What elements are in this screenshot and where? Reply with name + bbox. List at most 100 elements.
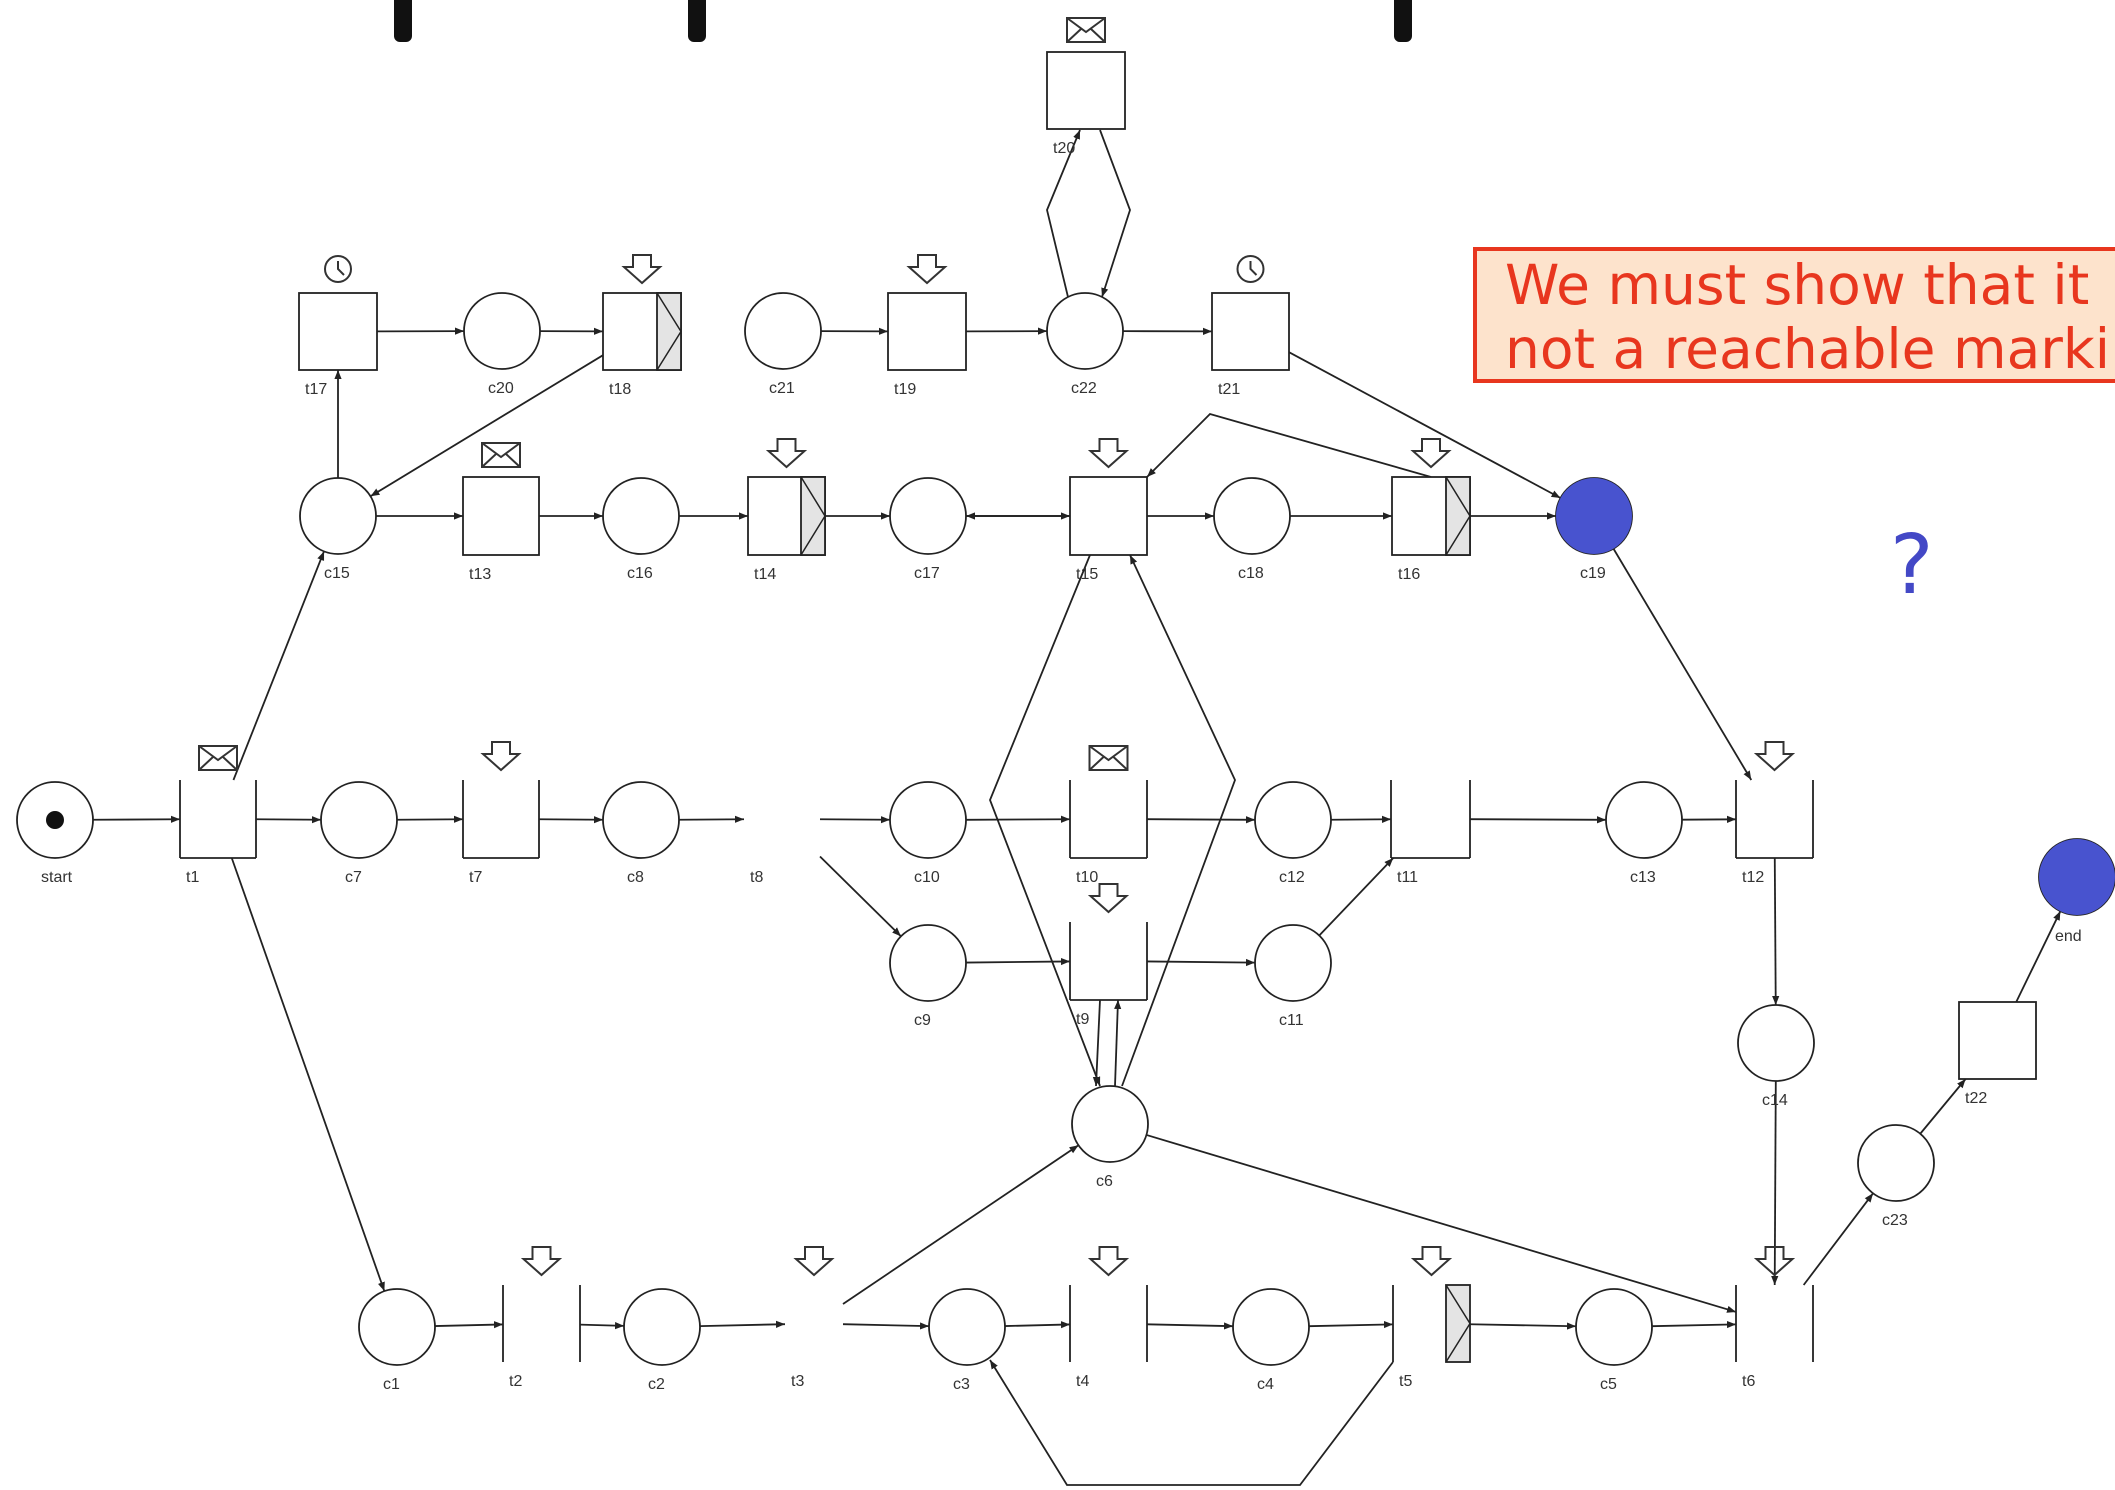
arc-t18-c15 [370,354,604,498]
place-label-c5: c5 [1600,1376,1617,1393]
arc-c11-t11 [1318,857,1394,937]
arc-c6-t9 [1114,999,1122,1087]
place-c16 [602,477,680,555]
transition-t9 [1069,922,1148,1001]
arrow-down-icon [1087,438,1130,469]
place-label-c12: c12 [1279,869,1305,886]
arc-c5-t6 [1651,1320,1737,1329]
envelope-icon [1088,745,1129,771]
place-label-c21: c21 [769,380,795,397]
transition-t20 [1046,51,1126,130]
clock-icon [324,255,352,283]
arrow-down-icon [1753,1246,1796,1277]
transition-label-t13: t13 [469,566,491,583]
place-label-c1: c1 [383,1376,400,1393]
transition-t2 [502,1285,581,1362]
token-marker-c19 [1556,478,1632,554]
transition-t12 [1735,780,1814,859]
transition-label-t20: t20 [1053,140,1075,157]
transition-t7 [462,780,540,859]
arc-t11-c13 [1469,816,1607,824]
arc-t6-c23 [1802,1192,1874,1286]
arc-t3-c6 [842,1144,1079,1305]
arc-c1-t2 [434,1321,504,1329]
place-c5 [1575,1288,1653,1366]
envelope-icon [198,745,238,771]
place-c6 [1071,1085,1149,1163]
transition-t14 [747,476,826,556]
arc-c6-t6 [1146,1134,1737,1313]
transition-label-t5: t5 [1399,1373,1412,1390]
place-c15 [299,477,377,555]
place-label-c20: c20 [488,380,514,397]
annotation-line-2: not a reachable marki [1505,317,2111,381]
token-marker-end [2039,839,2115,915]
place-c2 [623,1288,701,1366]
arc-start-t1 [92,815,181,823]
arc-t5-c5 [1469,1322,1577,1330]
transition-t16 [1391,476,1471,556]
transition-label-t9: t9 [1076,1011,1089,1028]
arc-c9-t9 [965,957,1071,966]
transition-label-t18: t18 [609,381,631,398]
transition-label-t10: t10 [1076,869,1098,886]
place-c3 [928,1288,1006,1366]
place-label-c6: c6 [1096,1173,1113,1190]
place-label-c19: c19 [1580,565,1606,582]
arc-c3-t4 [1004,1321,1071,1329]
arrow-down-icon [1410,438,1452,469]
arc-t5-c3 [989,1359,1394,1486]
place-label-c23: c23 [1882,1212,1908,1229]
transition-label-t14: t14 [754,566,776,583]
place-label-c9: c9 [914,1012,931,1029]
envelope-icon [481,442,521,468]
transition-t1 [179,780,257,859]
arc-c14-t6 [1771,1080,1779,1286]
transition-t6 [1735,1285,1814,1362]
arrow-down-icon [621,254,663,285]
arc-t1-c1 [230,857,386,1292]
transition-label-t16: t16 [1398,566,1420,583]
arc-c23-t22 [1919,1078,1967,1135]
arc-c22-t20 [1046,129,1081,298]
arc-t21-c19 [1288,351,1561,499]
place-c17 [889,477,967,555]
transition-t18 [602,292,682,371]
transition-t13 [462,476,540,556]
transition-t19 [887,292,967,371]
place-c8 [602,781,680,859]
place-label-c22: c22 [1071,380,1097,397]
place-label-end: end [2055,928,2082,945]
arc-t2-c2 [579,1322,625,1330]
place-c10 [889,781,967,859]
arrow-down-icon [520,1246,563,1277]
arc-t9-c6 [1092,999,1101,1087]
place-c11 [1254,924,1332,1002]
arrow-down-icon [1753,741,1796,772]
transition-label-t4: t4 [1076,1373,1089,1390]
transition-t22 [1958,1001,2037,1080]
place-c20 [463,292,541,370]
place-c13 [1605,781,1683,859]
transition-label-t11: t11 [1397,869,1418,886]
place-c23 [1857,1124,1935,1202]
place-label-c8: c8 [627,869,644,886]
slide-title-fragment [688,0,706,42]
arc-c4-t5 [1308,1320,1394,1329]
arc-c2-t3 [699,1320,786,1328]
place-label-c17: c17 [914,565,940,582]
arrow-down-icon [1410,1246,1453,1277]
place-c14 [1737,1004,1815,1082]
transition-label-t8: t8 [750,869,763,886]
place-label-c18: c18 [1238,565,1264,582]
arrow-down-icon [765,438,808,469]
arrow-down-icon [906,254,948,285]
place-label-c3: c3 [953,1376,970,1393]
transition-t10 [1069,780,1148,859]
place-label-c2: c2 [648,1376,665,1393]
transition-t5 [1392,1284,1471,1363]
arc-t16-t15 [1146,412,1432,478]
token [46,811,64,829]
place-c9 [889,924,967,1002]
